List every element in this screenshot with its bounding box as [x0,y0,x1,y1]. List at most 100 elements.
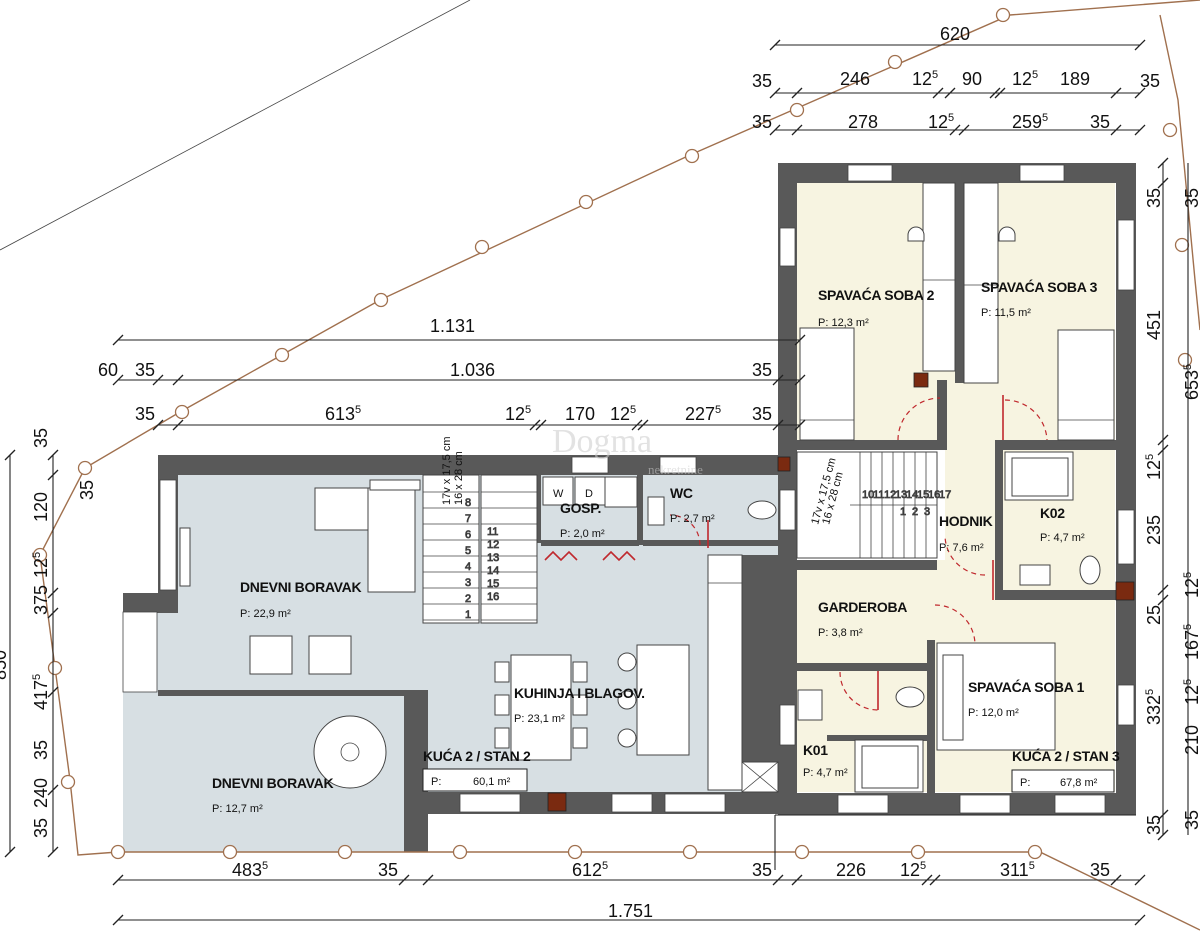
survey-point [337,844,353,860]
dim: 35 [31,818,51,838]
dim: 35 [135,360,155,380]
dim: 35 [77,480,97,500]
dim-tick [398,874,410,886]
dim: 170 [565,404,595,424]
survey-point [1174,237,1190,253]
dim: 1.036 [450,360,495,380]
plot-boundary [32,0,1200,931]
dim: 210 [1182,725,1200,755]
step-number: 17 [939,489,951,501]
dimension-texts: 620 35 246 125 90 125 189 35 35 278 125 … [0,24,1200,921]
dim: 35 [752,71,772,91]
unit-stan3: KUĆA 2 / STAN 3 P: 67,8 m² [1011,747,1120,793]
survey-point [32,547,48,563]
step-number: 5 [465,545,471,557]
room-name: HODNIK [939,513,993,529]
dim-tick [112,874,124,886]
dim: 189 [1060,69,1090,89]
dim: 6125 [572,860,608,880]
room-name: DNEVNI BORAVAK [212,775,333,791]
dim-tick [949,124,961,136]
dim-tick [994,87,1006,99]
room-area: P: 12,7 m² [212,803,263,815]
survey-point [60,774,76,790]
dim-tick [958,124,970,136]
step-number: 1 [465,609,471,621]
step-number: 14 [487,565,499,577]
survey-point [578,194,594,210]
step-number: 3 [465,577,471,589]
dim-tick [1157,809,1169,821]
dim-tick [47,469,59,481]
watermark: Dogma nekretnine [552,423,703,477]
watermark-brand: Dogma [552,423,652,460]
dim-tick [929,874,941,886]
step-number: 3 [924,506,930,518]
furniture [179,182,1115,793]
unit-name: KUĆA 2 / STAN 3 [1012,747,1120,764]
dim: 240 [31,778,51,808]
step-number: 1 [900,506,906,518]
closet-label-w: W [553,488,564,500]
room-name: SPAVAĆA SOBA 1 [968,678,1085,695]
dim-tick [47,607,59,619]
dim-tick [529,419,541,431]
dim-tick [47,587,59,599]
dim-tick [772,419,784,431]
dim-tick [932,87,944,99]
step-number: 12 [884,489,896,501]
step-number: 13 [487,552,499,564]
step-number: 4 [465,561,471,573]
dim-tick [794,334,806,346]
survey-point [910,844,926,860]
survey-point [794,844,810,860]
dim: 4175 [31,674,51,710]
room-labels: SPAVAĆA SOBA 2 P: 12,3 m² SPAVAĆA SOBA 3… [212,278,1098,815]
step-number: 14 [906,489,918,501]
dim-tick [794,374,806,386]
step-number: 15 [487,578,499,590]
dim: 375 [31,585,51,615]
dim: 35 [752,860,772,880]
dim: 35 [31,428,51,448]
dim-tick [4,846,16,858]
dim: 1675 [1182,624,1200,660]
room-area: P: 2,7 m² [670,513,715,525]
step-number: 16 [487,591,499,603]
dim: 35 [1140,71,1160,91]
room-area: P: 23,1 m² [514,713,565,725]
step-number: 2 [465,593,471,605]
room-area: P: 12,3 m² [818,317,869,329]
dim: 35 [752,404,772,424]
dim: 35 [135,404,155,424]
dim: 3325 [1144,689,1164,725]
dim-tick [1157,434,1169,446]
dim-tick [1157,177,1169,189]
room-area: P: 11,5 m² [981,307,1031,319]
dim-tick [1134,87,1146,99]
room-area: P: 22,9 m² [240,608,291,620]
dim: 35 [752,360,772,380]
survey-point [373,292,389,308]
dim-tick [1157,829,1169,841]
room-name: SPAVAĆA SOBA 2 [818,286,935,303]
dim-tick [1110,874,1122,886]
step-number: 16 [928,489,940,501]
dim-tick [772,374,784,386]
dim-top-total: 620 [940,24,970,44]
dim-bottom-total: 1.751 [608,901,653,921]
dim: 4835 [232,860,268,880]
room-name: GARDEROBA [818,599,907,615]
dim: 125 [505,404,531,424]
dim-mid-total: 1.131 [430,316,475,336]
dim-tick [637,419,649,431]
dim-tick [47,846,59,858]
dim-tick [921,874,933,886]
survey-point [1162,122,1178,138]
dim-tick [631,419,643,431]
dim-tick [1157,594,1169,606]
survey-point [995,7,1011,23]
unit-stan2: KUĆA 2 / STAN 2 P: 60,1 m² [422,747,531,792]
